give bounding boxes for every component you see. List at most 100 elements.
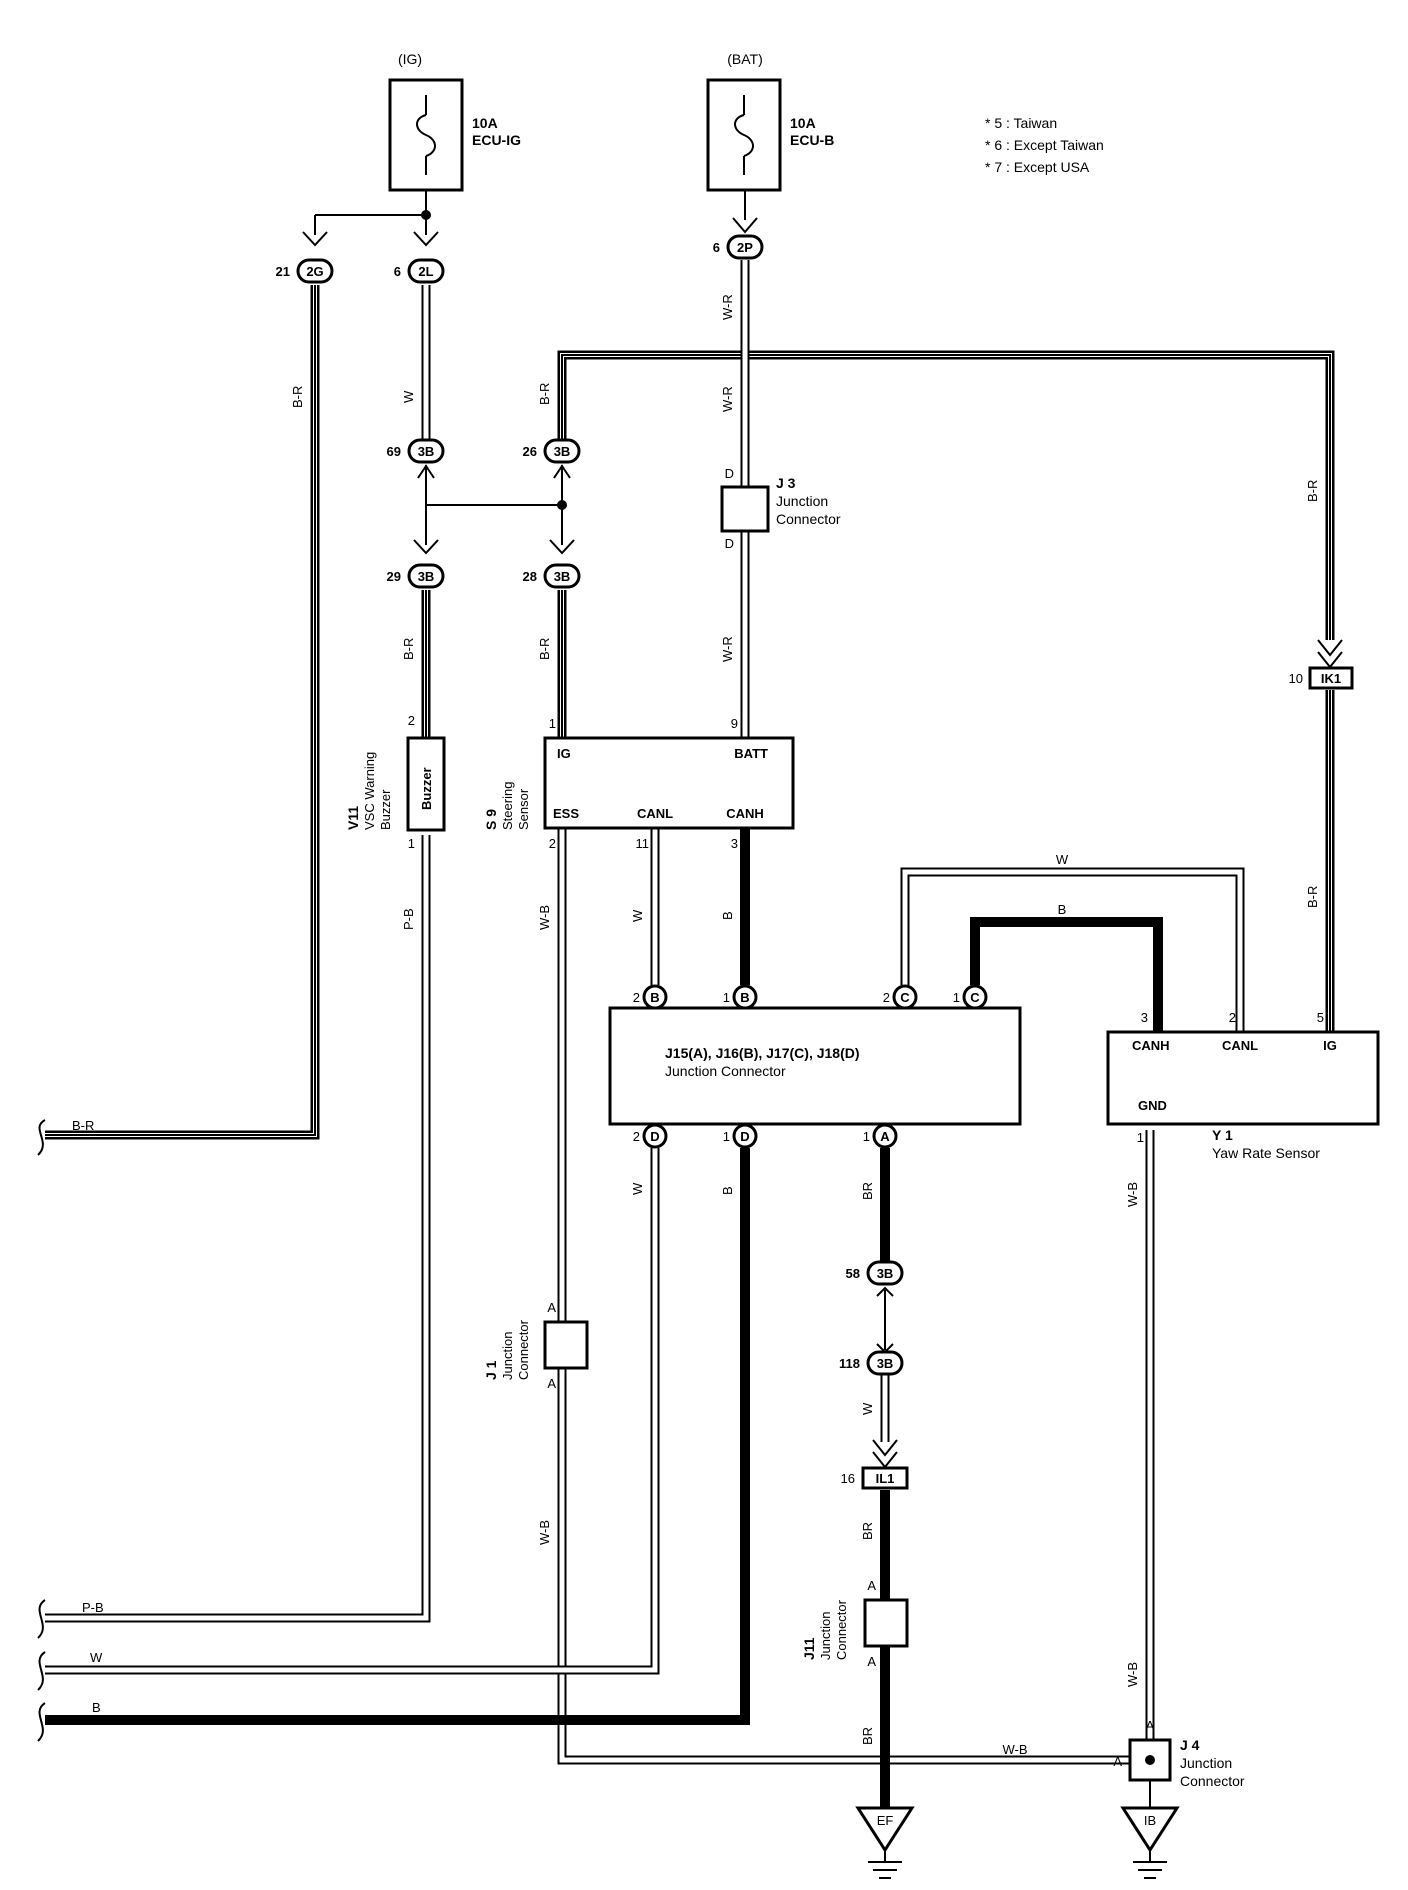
connector-3B-29: 3B 29 — [387, 539, 445, 589]
j1-id: J 1 — [483, 1360, 499, 1380]
wire-label-w-2d: W — [630, 1182, 645, 1195]
note-except-usa: * 7 : Except USA — [985, 159, 1090, 175]
j4-name-2: Connector — [1180, 1773, 1245, 1789]
note-taiwan: * 5 : Taiwan — [985, 115, 1057, 131]
steering-name-1: Steering — [500, 782, 515, 830]
wire-label-wb-ess: W-B — [537, 905, 552, 930]
jc-top-1B-pin: 1 — [723, 990, 730, 1005]
yaw-pin-gnd: 1 — [1137, 1130, 1144, 1145]
jc-bottom-1D-letter: D — [740, 1129, 749, 1144]
wire-label-w-left: W — [90, 1650, 103, 1665]
connector-3B-28: 3B 28 — [523, 539, 581, 589]
connector-3B-58-id: 3B — [877, 1266, 894, 1281]
j1-pin-bottom: A — [547, 1376, 556, 1391]
wire-color-labels: B-R W B-R W-R W-R W-R B-R B-R B-R B-R P-… — [72, 294, 1320, 1757]
yaw-pin-canl: 2 — [1229, 1010, 1236, 1025]
steering-pin-ess: 2 — [549, 836, 556, 851]
wire-label-wb-gnd: W-B — [1125, 1182, 1140, 1207]
connector-2P: 2P 6 — [713, 234, 764, 260]
buzzer-pin-top: 2 — [408, 713, 415, 728]
connector-3B-29-pin: 29 — [387, 569, 401, 584]
steering-pin-canh: 3 — [731, 836, 738, 851]
wire-label-br-right-lower: B-R — [1305, 886, 1320, 908]
fuse-bat-source: (BAT) — [727, 51, 763, 67]
connector-2G: 2G 21 — [276, 231, 334, 284]
connector-3B-26-id: 3B — [554, 444, 571, 459]
connector-IK1: IK1 10 — [1289, 666, 1354, 690]
connector-2L: 2L 6 — [394, 231, 445, 284]
connector-3B-28-id: 3B — [554, 569, 571, 584]
steering-ig-label: IG — [557, 746, 571, 761]
connector-3B-26-pin: 26 — [523, 444, 537, 459]
junction-connector-j1: A A J 1 Junction Connector — [483, 1300, 589, 1391]
connector-3B-118: 3B 118 — [839, 1350, 904, 1376]
connector-3B-58: 3B 58 — [846, 1260, 904, 1286]
j1-pin-top: A — [547, 1300, 556, 1315]
junction-connector-j15-j18: J15(A), J16(B), J17(C), J18(D) Junction … — [608, 984, 1022, 1149]
steering-id: S 9 — [483, 809, 499, 830]
wire-label-wr-lower: W-R — [720, 636, 735, 662]
jc-bottom-1A-letter: A — [880, 1129, 890, 1144]
buzzer-label: Buzzer — [419, 767, 434, 810]
ground-ib: IB — [1120, 1806, 1180, 1879]
jc-bottom-1D-pin: 1 — [723, 1129, 730, 1144]
ground-ib-label: IB — [1144, 1813, 1156, 1828]
j3-id: J 3 — [776, 475, 796, 491]
wire-label-b-left: B — [92, 1700, 101, 1715]
steering-name-2: Sensor — [516, 788, 531, 830]
buzzer-id: V11 — [345, 806, 361, 830]
connector-2P-pin: 6 — [713, 240, 720, 255]
connector-2L-pin: 6 — [394, 264, 401, 279]
connector-3B-28-pin: 28 — [523, 569, 537, 584]
steering-canl-label: CANL — [637, 806, 673, 821]
j3-name-2: Connector — [776, 511, 841, 527]
j4-pin-top: A — [1146, 1718, 1155, 1733]
jc-main-title: J15(A), J16(B), J17(C), J18(D) — [665, 1045, 860, 1061]
connector-2G-pin: 21 — [276, 264, 290, 279]
wire-label-br-29: B-R — [401, 638, 416, 660]
j4-id: J 4 — [1180, 1737, 1200, 1753]
jc-top-2B-letter: B — [650, 990, 659, 1005]
steering-batt-label: BATT — [734, 746, 768, 761]
yaw-ig-label: IG — [1323, 1038, 1337, 1053]
wire-label-b-1d: B — [720, 1186, 735, 1195]
wire-label-w-118: W — [860, 1402, 875, 1415]
wire-label-brn-ef: BR — [860, 1727, 875, 1745]
wire-label-w-2l: W — [401, 390, 416, 403]
yaw-name: Yaw Rate Sensor — [1212, 1145, 1320, 1161]
connector-IK1-id: IK1 — [1321, 671, 1341, 686]
connector-2L-id: 2L — [418, 264, 433, 279]
wire-label-wb-lower: W-B — [537, 1520, 552, 1545]
buzzer-name-2: Buzzer — [378, 789, 393, 830]
wire-label-br-28: B-R — [537, 638, 552, 660]
j3-name-1: Junction — [776, 493, 828, 509]
j4-pin-left: A — [1113, 1754, 1122, 1769]
fuse-ig-name: ECU-IG — [472, 132, 521, 148]
fuse-ig-rating: 10A — [472, 115, 498, 131]
connector-IK1-pin: 10 — [1289, 671, 1303, 686]
buzzer-name-1: VSC Warning — [362, 752, 377, 830]
j11-id: J11 — [801, 1637, 817, 1660]
wire-label-wr-upper: W-R — [720, 294, 735, 320]
vsc-warning-buzzer: Buzzer 2 1 V11 VSC Warning Buzzer — [345, 713, 446, 851]
connector-3B-69-pin: 69 — [387, 444, 401, 459]
fuse-bat-rating: 10A — [790, 115, 816, 131]
steering-pin-batt: 9 — [731, 716, 738, 731]
steering-pin-ig: 1 — [549, 716, 556, 731]
j1-name-1: Junction — [500, 1332, 515, 1380]
junction-connector-j3: D D J 3 Junction Connector — [720, 466, 841, 551]
connector-3B-58-pin: 58 — [846, 1266, 860, 1281]
junction-connector-j4: A A J 4 Junction Connector — [1113, 1718, 1245, 1789]
jc-bottom-2D-pin: 2 — [633, 1129, 640, 1144]
wire-label-wb-bottom: W-B — [1002, 1742, 1027, 1757]
jc-top-2C-pin: 2 — [883, 990, 890, 1005]
connector-3B-26: 3B 26 — [523, 438, 581, 479]
steering-pin-canl: 11 — [636, 836, 650, 851]
jc-bottom-1A-pin: 1 — [863, 1129, 870, 1144]
ground-ef-label: EF — [877, 1813, 894, 1828]
note-except-taiwan: * 6 : Except Taiwan — [985, 137, 1104, 153]
fuse-bat-name: ECU-B — [790, 132, 834, 148]
wire-end-marks — [37, 1119, 46, 1742]
j3-pin-bottom: D — [725, 536, 734, 551]
